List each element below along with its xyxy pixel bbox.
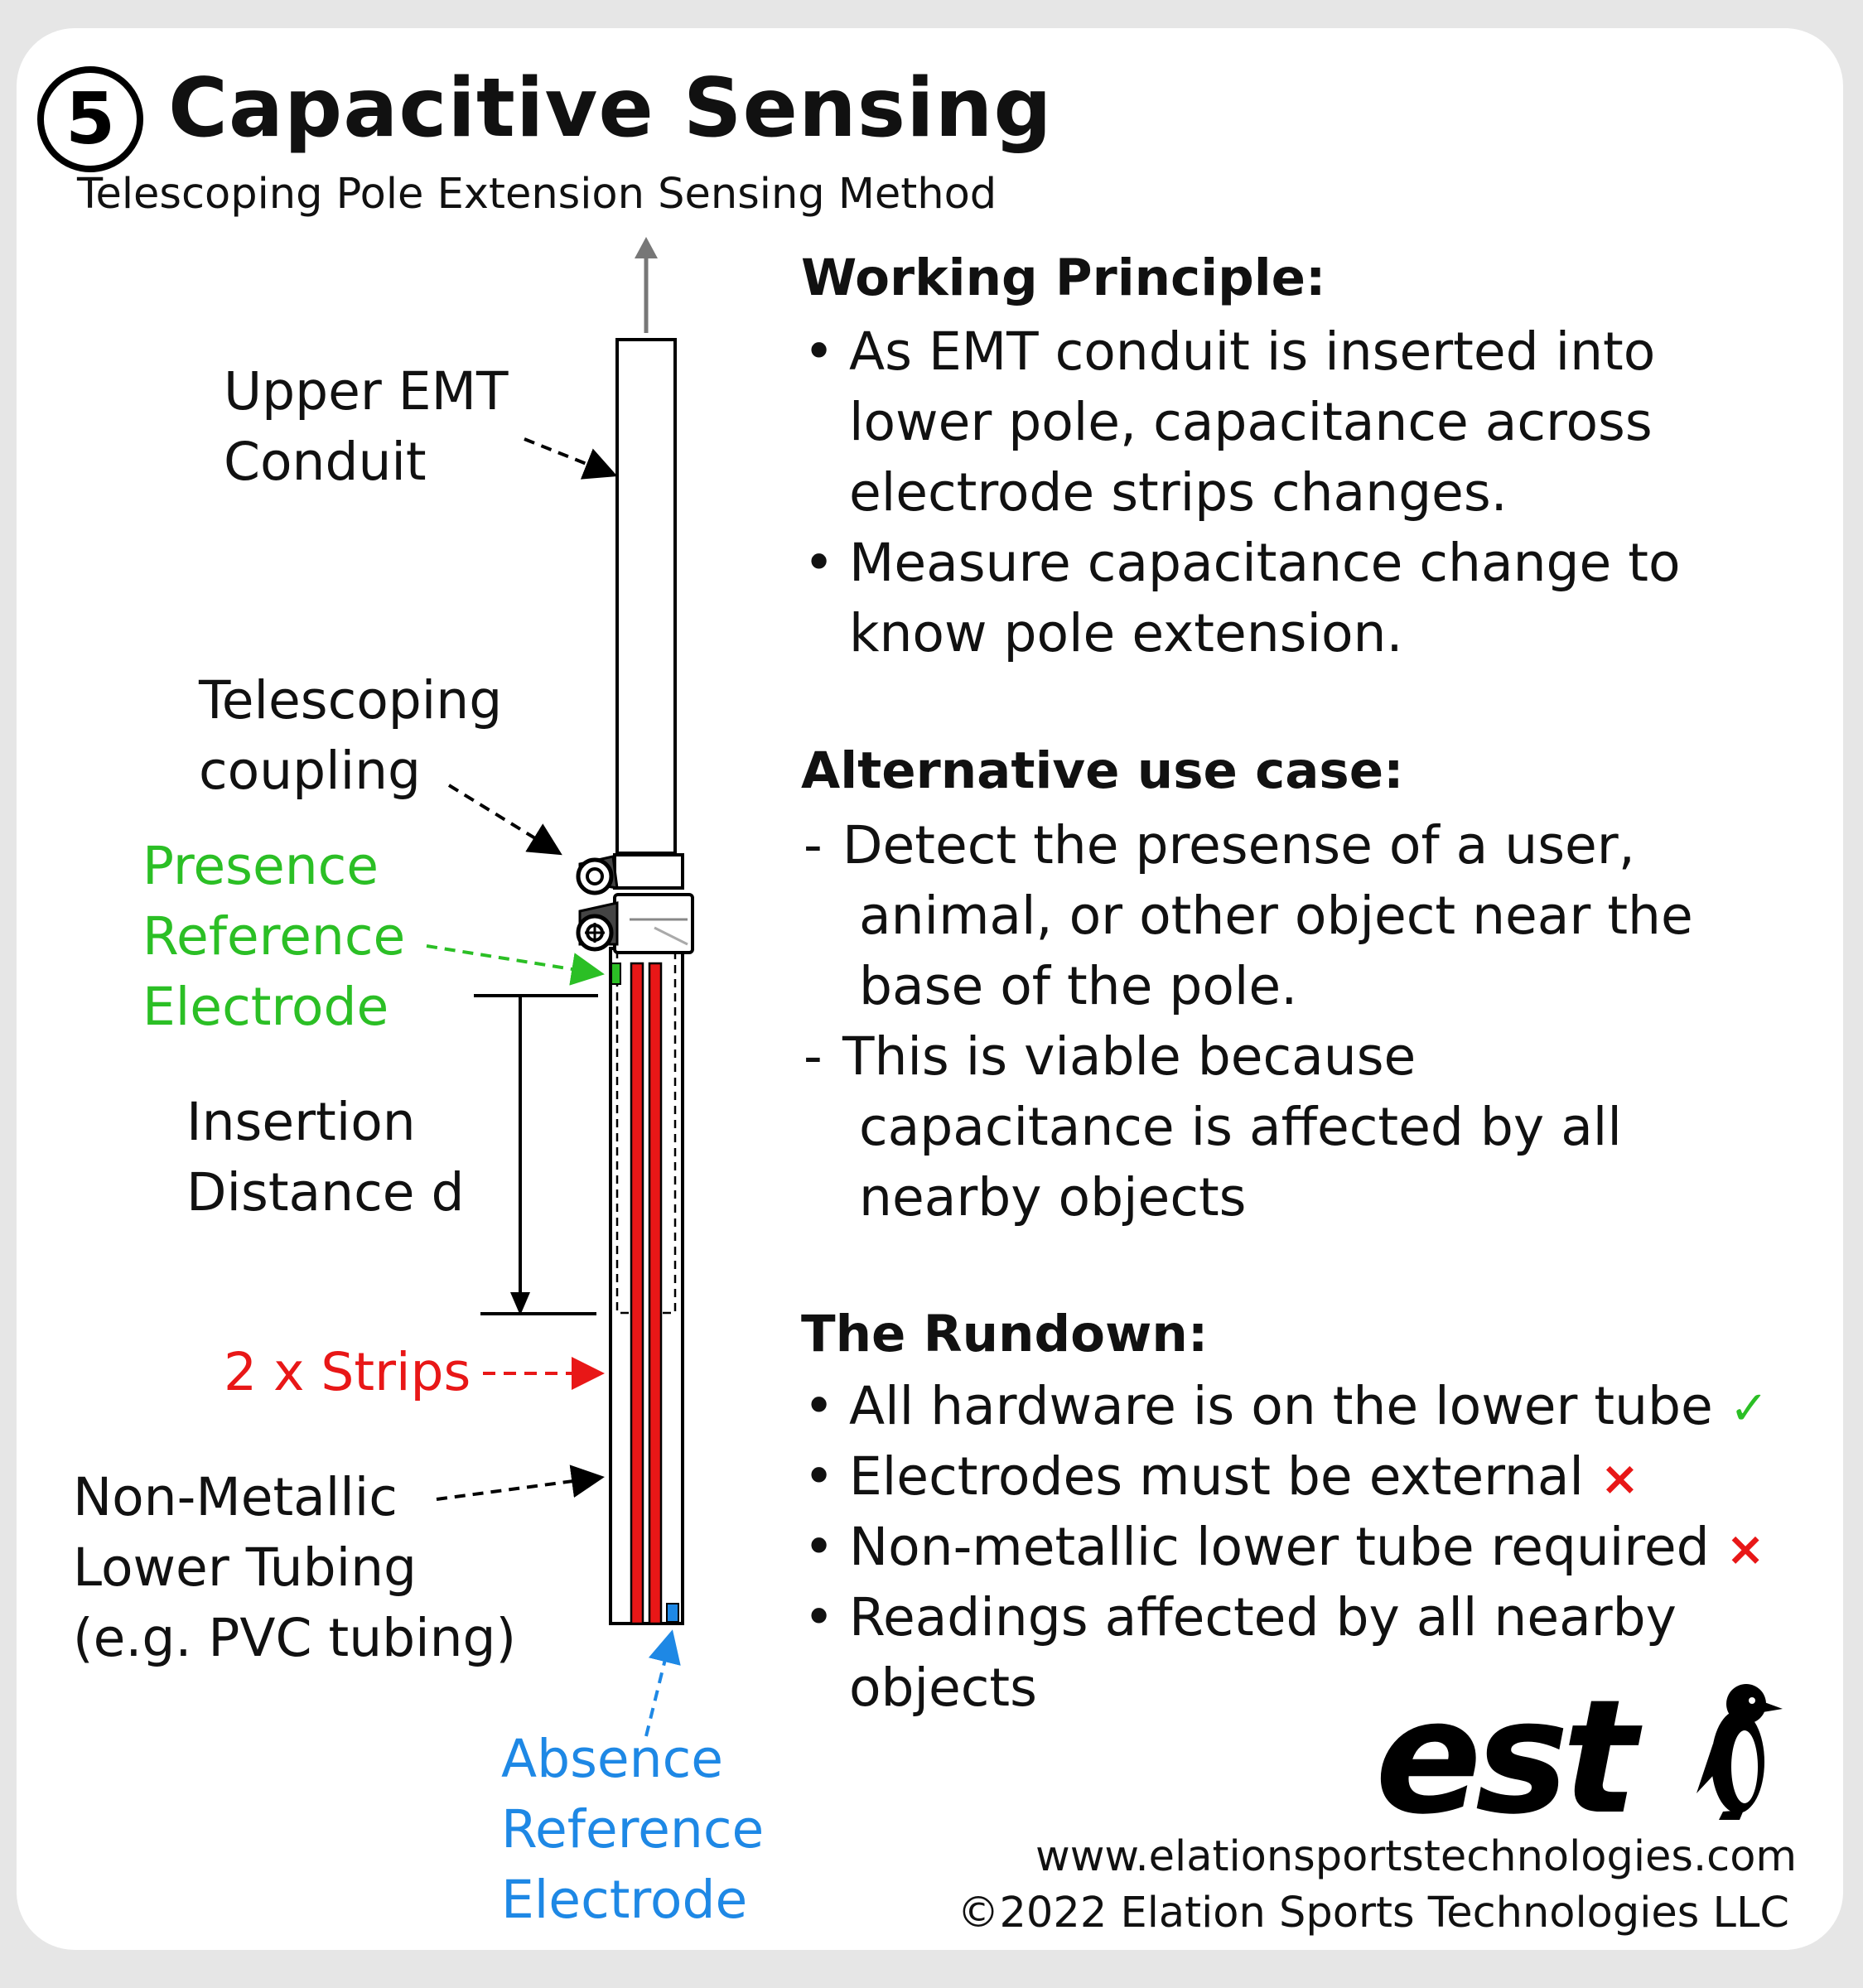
est-logo: est [1375, 1669, 1783, 1826]
alternative-dash-marker: - [804, 815, 823, 876]
working-principle-heading: Working Principle: [801, 248, 1326, 307]
check-icon: ✓ [1729, 1382, 1769, 1436]
rundown-bullet-marker: • [804, 1376, 835, 1436]
working-principle-bullet-marker: • [804, 533, 835, 593]
label-absence-electrode: Absence Reference Electrode [501, 1729, 765, 1930]
absence-electrode [666, 1603, 679, 1623]
strip-electrode-2 [648, 962, 663, 1625]
insertion-distance-dimension [474, 994, 598, 1315]
upper-emt-leader [524, 437, 618, 480]
telescoping-leader [447, 784, 562, 856]
label-strips: 2 x Strips [224, 1342, 471, 1402]
rundown-item-3: Non-metallic lower tube required × [849, 1517, 1765, 1577]
presence-leader [426, 944, 605, 986]
cross-icon: × [1600, 1452, 1639, 1506]
penguin-icon [1696, 1684, 1783, 1820]
upper-emt-conduit [615, 338, 677, 855]
rundown-item-2: Electrodes must be external × [849, 1446, 1639, 1507]
rundown-bullet-marker: • [804, 1446, 835, 1507]
working-principle-bullet-2: Measure capacitance change to know pole … [849, 533, 1681, 663]
alternative-dash-marker: - [804, 1026, 823, 1087]
copyright: ©2022 Elation Sports Technologies LLC [957, 1889, 1789, 1937]
telescoping-coupling [576, 853, 694, 954]
rundown-bullet-marker: • [804, 1587, 835, 1648]
cross-icon: × [1725, 1522, 1765, 1576]
page-subtitle: Telescoping Pole Extension Sensing Metho… [77, 170, 997, 219]
lower-tubing-leader [436, 1464, 605, 1501]
content-card [17, 28, 1843, 1950]
page-title: Capacitive Sensing [168, 61, 1053, 156]
strip-electrode-1 [630, 962, 644, 1625]
absence-leader [644, 1629, 681, 1737]
rundown-item-4: Readings affected by all nearby objects [849, 1587, 1677, 1718]
rundown-bullet-marker: • [804, 1517, 835, 1577]
rundown-heading: The Rundown: [801, 1305, 1209, 1363]
alternative-item-2: This is viable because capacitance is af… [842, 1026, 1622, 1228]
alternative-item-1: Detect the presense of a user, animal, o… [842, 815, 1693, 1016]
step-number-badge: 5 [37, 66, 143, 172]
label-telescoping-coupling: Telescoping coupling [199, 670, 503, 801]
lower-tubing [609, 947, 684, 1625]
extension-arrow [635, 237, 658, 333]
rundown-item-1: All hardware is on the lower tube ✓ [849, 1376, 1769, 1436]
label-lower-tubing: Non-Metallic Lower Tubing (e.g. PVC tubi… [73, 1467, 517, 1668]
logo-text: est [1375, 1669, 1643, 1826]
working-principle-bullet-1: As EMT conduit is inserted into lower po… [849, 321, 1656, 523]
label-insertion-distance: Insertion Distance d [186, 1092, 465, 1223]
label-presence-electrode: Presence Reference Electrode [142, 836, 406, 1037]
presence-electrode [611, 963, 621, 985]
working-principle-bullet-marker: • [804, 321, 835, 382]
website-url: www.elationsportstechnologies.com [1035, 1832, 1798, 1881]
alternative-heading: Alternative use case: [801, 741, 1404, 800]
label-upper-emt-conduit: Upper EMT Conduit [224, 361, 509, 492]
